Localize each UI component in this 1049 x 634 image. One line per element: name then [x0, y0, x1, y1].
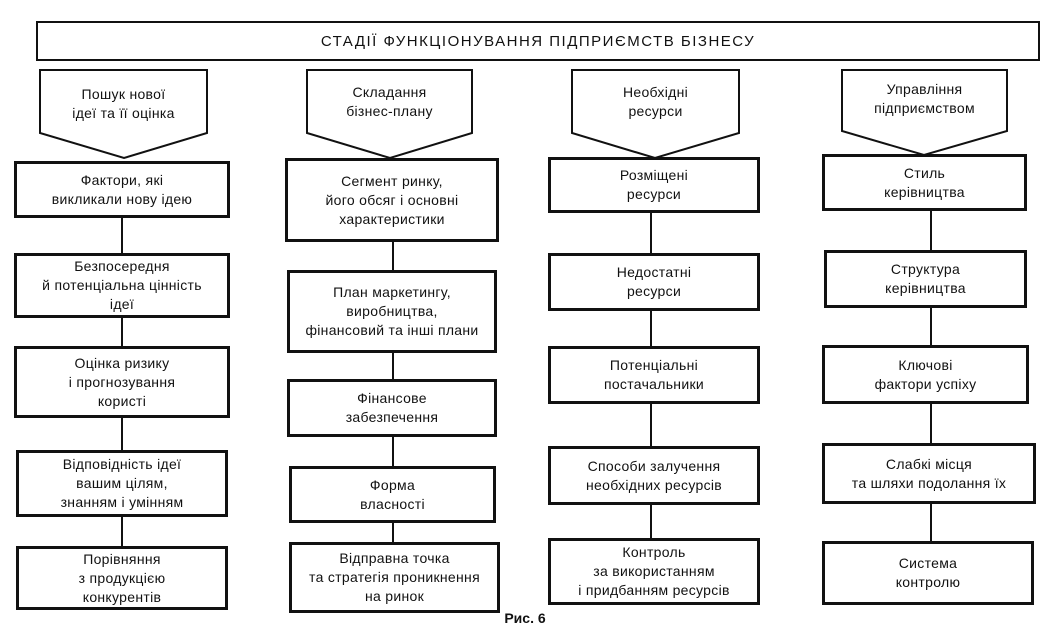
header-pentagon-3 — [571, 69, 740, 160]
figure-caption: Рис. 6 — [504, 610, 546, 626]
header-pentagon-1 — [39, 69, 208, 160]
diagram-title-banner: СТАДІЇ ФУНКЦІОНУВАННЯ ПІДПРИЄМСТВ БІЗНЕС… — [36, 21, 1040, 61]
header-pentagon-2 — [306, 69, 473, 160]
header-pentagon-4 — [841, 69, 1008, 157]
box-marketing-plan: План маркетингу,виробництва,фінансовий т… — [287, 270, 497, 353]
